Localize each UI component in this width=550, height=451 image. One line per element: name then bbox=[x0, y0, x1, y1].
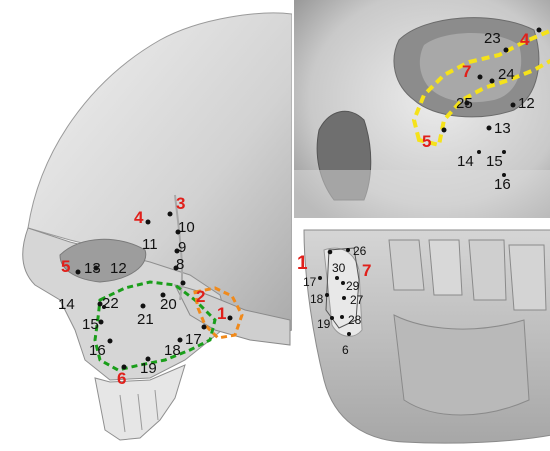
tr-label-14: 14 bbox=[457, 153, 474, 170]
tr-label-15: 15 bbox=[486, 153, 503, 170]
landmark-22-dot bbox=[102, 305, 106, 309]
label-15: 15 bbox=[82, 316, 99, 333]
label-17: 17 bbox=[185, 331, 202, 348]
landmark-20b-dot bbox=[180, 280, 186, 286]
tr-landmark-4-dot bbox=[536, 27, 542, 33]
tr-label-7: 7 bbox=[462, 62, 472, 81]
br-landmark-17-dot bbox=[318, 276, 322, 280]
label-2: 2 bbox=[196, 287, 206, 306]
br-landmark-29-dot bbox=[341, 281, 345, 285]
tr-label-23: 23 bbox=[484, 30, 501, 47]
tr-landmark-7-dot bbox=[477, 74, 483, 80]
tr-landmark-24-dot bbox=[489, 78, 495, 84]
label-20: 20 bbox=[160, 296, 177, 313]
br-label-18: 18 bbox=[310, 292, 324, 306]
br-label-28: 28 bbox=[348, 313, 362, 327]
frontal-orbit-panel: 23 4 7 24 25 12 13 5 14 15 16 bbox=[292, 0, 550, 218]
landmark-4-dot bbox=[145, 219, 151, 225]
landmark-15-dot bbox=[98, 319, 104, 325]
landmark-14-dot bbox=[97, 301, 103, 307]
landmark-5-dot bbox=[75, 269, 81, 275]
landmark-10-dot bbox=[175, 229, 181, 235]
tr-label-13: 13 bbox=[494, 120, 511, 137]
br-landmark-6-dot bbox=[347, 332, 351, 336]
br-landmark-30-dot bbox=[327, 249, 333, 255]
landmark-21-dot bbox=[140, 303, 146, 309]
landmark-9-dot bbox=[174, 248, 180, 254]
tr-landmark-15-dot bbox=[502, 150, 506, 154]
lateral-skull-panel: 4 3 10 11 9 8 5 13 12 14 22 20 2 21 15 1… bbox=[22, 12, 292, 441]
landmark-17-dot bbox=[201, 324, 207, 330]
label-1: 1 bbox=[217, 304, 227, 323]
tr-landmark-12-dot bbox=[510, 102, 516, 108]
label-9: 9 bbox=[178, 239, 187, 256]
br-label-30: 30 bbox=[332, 261, 346, 275]
br-landmark-7-dot bbox=[335, 276, 339, 280]
label-18: 18 bbox=[164, 342, 181, 359]
label-3: 3 bbox=[176, 194, 186, 213]
label-12: 12 bbox=[110, 260, 127, 277]
label-14: 14 bbox=[58, 296, 75, 313]
label-16: 16 bbox=[89, 342, 106, 359]
tr-landmark-13-dot bbox=[486, 125, 492, 131]
tr-label-24: 24 bbox=[498, 66, 515, 83]
tr-label-12: 12 bbox=[518, 95, 535, 112]
br-label-6: 6 bbox=[342, 343, 349, 357]
br-label-26: 26 bbox=[353, 244, 367, 258]
tr-landmark-16-dot bbox=[502, 173, 506, 177]
landmark-13-dot bbox=[93, 265, 99, 271]
landmark-1-dot bbox=[227, 315, 233, 321]
label-6: 6 bbox=[117, 369, 127, 388]
br-label-19: 19 bbox=[317, 317, 331, 331]
tr-landmark-5-dot bbox=[441, 127, 447, 133]
br-landmark-19-dot bbox=[330, 316, 334, 320]
landmark-19-dot bbox=[145, 356, 151, 362]
label-4: 4 bbox=[134, 208, 144, 227]
tr-landmark-14-dot bbox=[477, 150, 481, 154]
br-landmark-18-dot bbox=[325, 293, 329, 297]
palatal-view-panel: 1 30 26 7 17 29 18 27 19 28 6 bbox=[292, 220, 550, 451]
landmark-8-dot bbox=[173, 265, 179, 271]
palatal-view-render bbox=[294, 220, 550, 451]
tr-label-16: 16 bbox=[494, 176, 511, 193]
label-22: 22 bbox=[102, 295, 119, 312]
label-19: 19 bbox=[140, 360, 157, 377]
br-label-29: 29 bbox=[346, 279, 360, 293]
tr-label-5: 5 bbox=[422, 132, 432, 151]
br-label-7: 7 bbox=[362, 261, 372, 280]
label-13: 13 bbox=[84, 260, 101, 277]
br-landmark-28-dot bbox=[340, 315, 344, 319]
tr-landmark-23-dot bbox=[503, 47, 509, 53]
label-21: 21 bbox=[137, 311, 154, 328]
br-label-17: 17 bbox=[303, 275, 317, 289]
br-label-1: 1 bbox=[297, 253, 308, 274]
br-landmark-27-dot bbox=[342, 296, 346, 300]
landmark-3-dot bbox=[167, 211, 173, 217]
lateral-skull-render bbox=[22, 12, 292, 441]
tr-landmark-25-dot bbox=[464, 100, 470, 106]
label-10: 10 bbox=[178, 219, 195, 236]
landmark-6-dot bbox=[121, 364, 127, 370]
landmark-20-dot bbox=[160, 292, 166, 298]
br-label-27: 27 bbox=[350, 293, 364, 307]
frontal-orbit-render bbox=[294, 0, 550, 218]
tr-label-25: 25 bbox=[456, 95, 473, 112]
landmark-18-dot bbox=[177, 337, 183, 343]
label-8: 8 bbox=[176, 256, 185, 273]
label-5: 5 bbox=[61, 257, 71, 276]
label-11: 11 bbox=[142, 236, 158, 253]
tr-label-4: 4 bbox=[520, 30, 530, 49]
br-landmark-26-dot bbox=[346, 248, 350, 252]
landmark-16-dot bbox=[107, 338, 113, 344]
